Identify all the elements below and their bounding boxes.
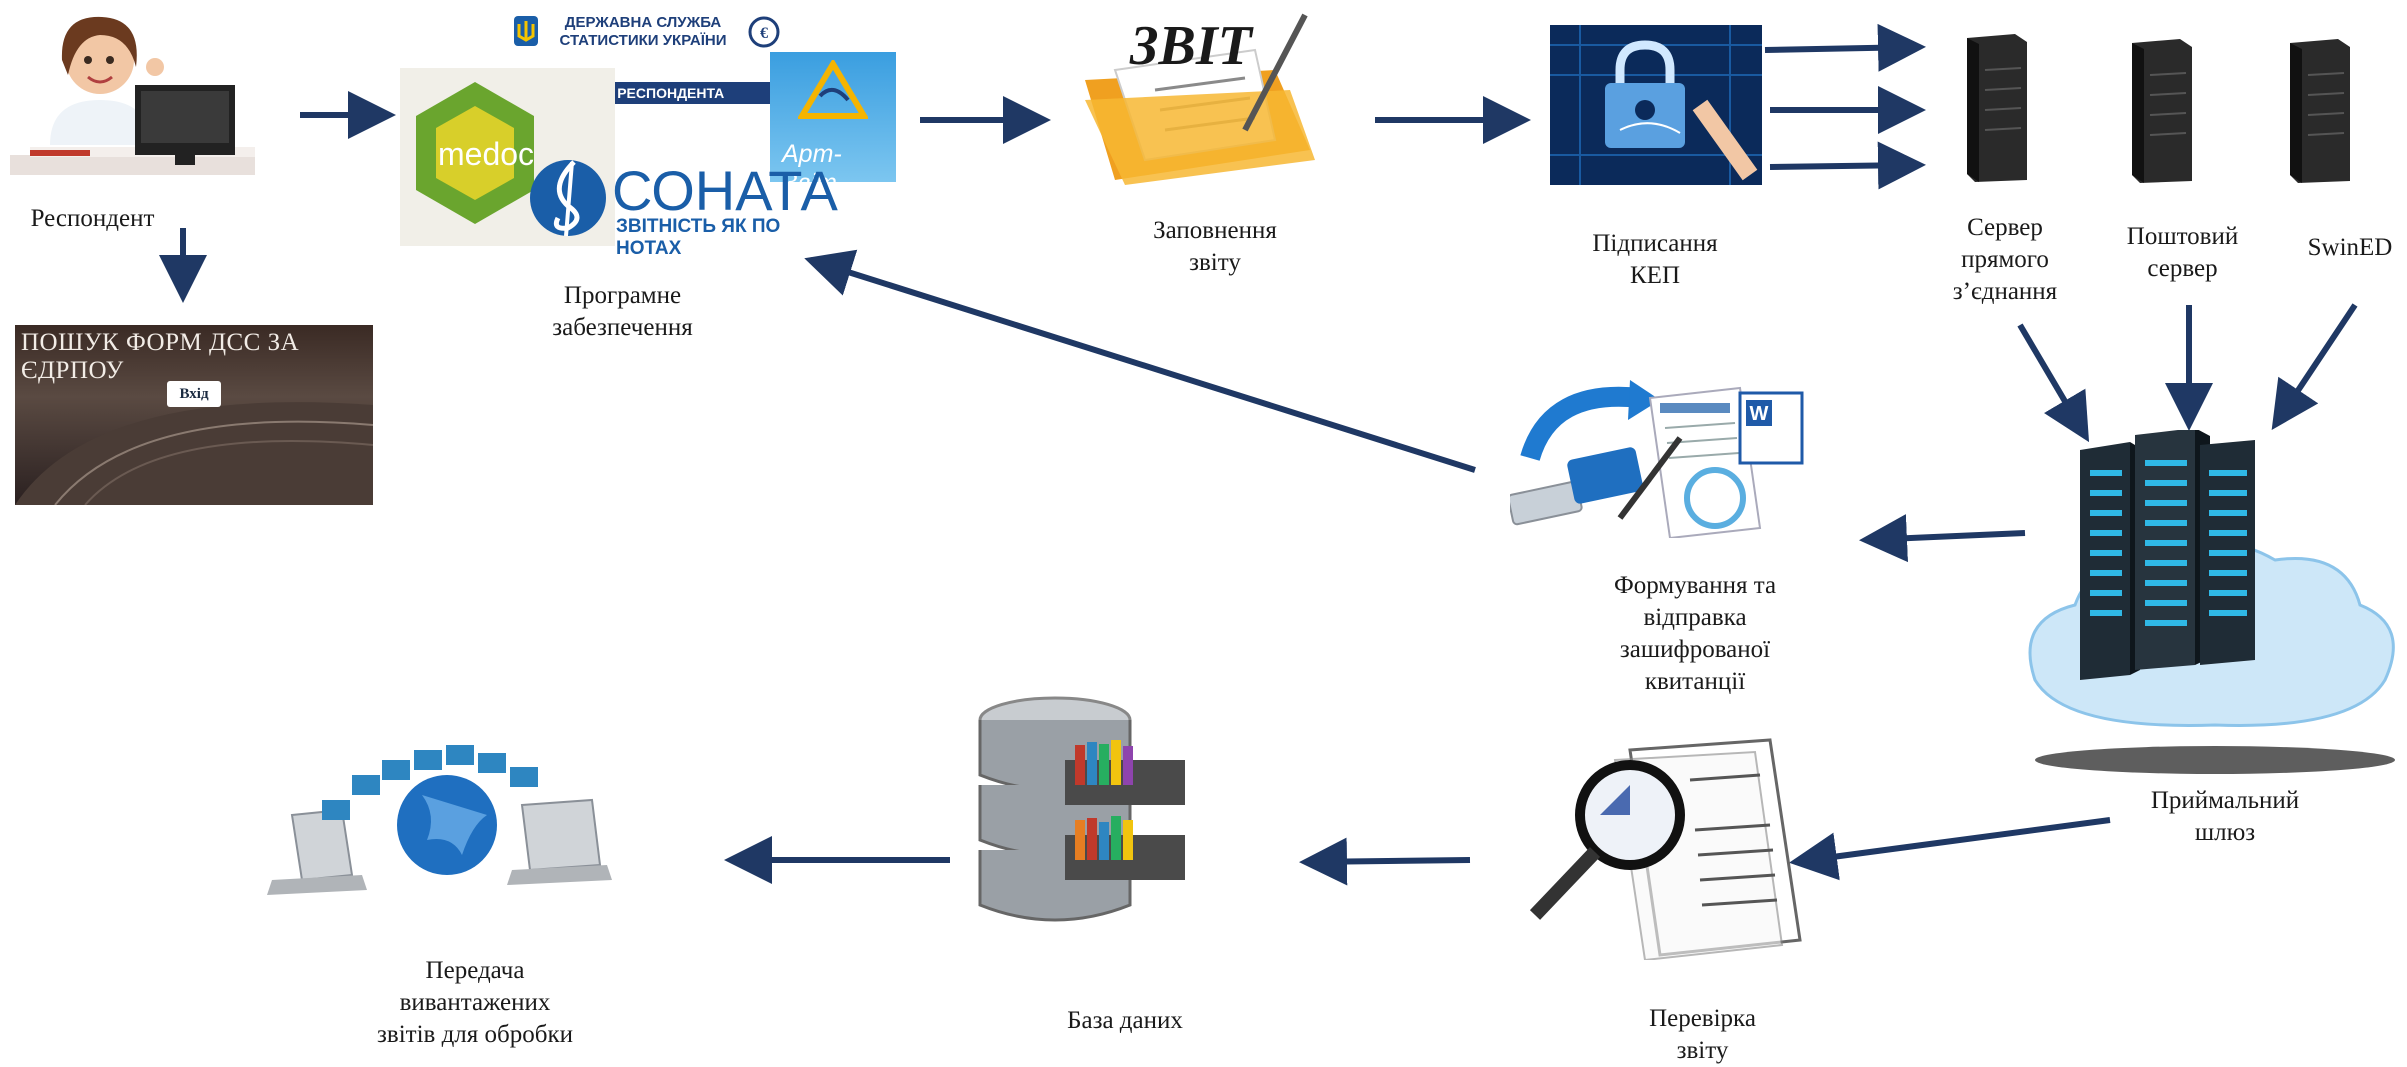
direct-server-label: Сервер прямого з’єднання <box>1952 214 2058 305</box>
svg-text:W: W <box>1750 403 1769 425</box>
transfer-label: Передача вивантажених звітів для обробки <box>377 957 573 1048</box>
arrow-swined-to-gateway <box>2271 303 2358 430</box>
search-form-preview: ПОШУК ФОРМ ДСС ЗА ЄДРПОУ Вхід <box>15 325 373 505</box>
server-swined-illustration <box>2278 35 2353 183</box>
sonata-slogan: ЗВІТНІСТЬ ЯК ПО НОТАХ <box>616 216 781 259</box>
dss-line1: ДЕРЖАВНА СЛУЖБА <box>564 14 722 31</box>
signing-illustration <box>1550 25 1762 185</box>
arrow-signing-to-server3 <box>1769 141 1926 190</box>
search-form-title: ПОШУК ФОРМ ДСС ЗА ЄДРПОУ <box>21 329 300 384</box>
login-button[interactable]: Вхід <box>167 381 221 407</box>
arrow-direct-to-gateway <box>2017 323 2090 443</box>
gateway-label: Приймальний шлюз <box>2150 787 2300 846</box>
respondent-label: Респондент <box>30 205 155 232</box>
check-label: Перевірка звіту <box>1649 1005 1756 1064</box>
receipt-illustration: W <box>1507 378 1810 540</box>
trident-icon <box>514 16 538 46</box>
arrow-signing-to-server1 <box>1764 23 1926 72</box>
svg-text:€: € <box>760 25 768 42</box>
emblem-icon: € <box>748 16 780 48</box>
arrow-gateway-to-receipt <box>1859 514 2026 563</box>
server-direct-illustration <box>1955 30 2030 182</box>
receipt-label: Формування та відправка зашифрованої кви… <box>1613 572 1777 695</box>
zvit-text: ЗВІТ <box>1130 15 1252 77</box>
server-mail-illustration <box>2120 35 2195 183</box>
arrow-gateway-to-check <box>1789 817 2111 881</box>
arrow-check-to-database <box>1299 837 1471 886</box>
database-illustration <box>945 670 1245 960</box>
art-zvit-text: Арт-Звіт <box>782 140 842 197</box>
treble-clef-icon <box>530 160 606 237</box>
report-folder-illustration: ЗВІТ <box>1075 10 1320 190</box>
fill-report-label: Заповнення звіту <box>1153 217 1277 276</box>
database-label: База даних <box>1067 1007 1183 1034</box>
sonata-text: СОНАТА <box>612 159 838 222</box>
art-zvit-logo: Арт-Звіт <box>770 52 896 197</box>
dss-header: ДЕРЖАВНА СЛУЖБА СТАТИСТИКИ УКРАЇНИ € <box>508 10 780 55</box>
dss-line2: СТАТИСТИКИ УКРАЇНИ <box>559 32 727 49</box>
mail-server-label: Поштовий сервер <box>2126 223 2239 282</box>
transfer-illustration <box>262 715 632 910</box>
check-report-illustration <box>1520 730 1805 962</box>
respondent-illustration <box>10 5 260 180</box>
swined-label: SwinED <box>2307 234 2393 261</box>
signing-label: Підписання КЕП <box>1592 230 1718 289</box>
sonata-logo: СОНАТА ЗВІТНІСТЬ ЯК ПО НОТАХ <box>528 148 838 259</box>
software-logos: ДЕРЖАВНА СЛУЖБА СТАТИСТИКИ УКРАЇНИ € КАБ… <box>398 0 898 259</box>
medoc-text: medoc <box>438 136 535 172</box>
software-label: Програмне забезпечення <box>552 282 693 341</box>
gateway-illustration <box>2015 428 2405 775</box>
arrow-receipt-to-software <box>804 249 1476 473</box>
